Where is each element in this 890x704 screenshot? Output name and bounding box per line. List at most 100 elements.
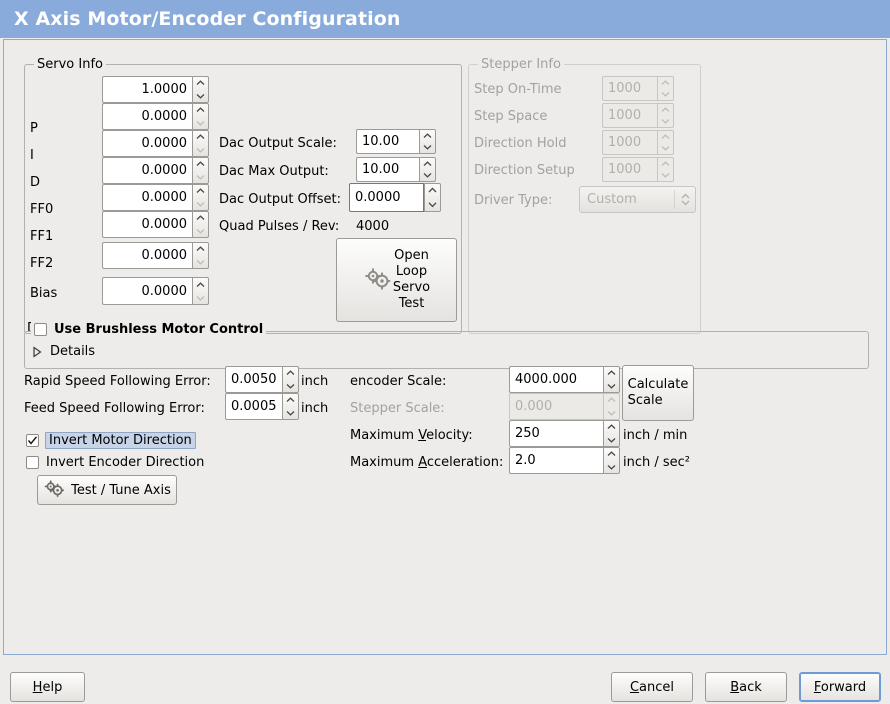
spin-p-up[interactable] xyxy=(193,77,208,90)
use-brushless-motor-control-checkbox[interactable]: Use Brushless Motor Control xyxy=(31,322,267,337)
spin-d-value[interactable]: 0.0000 xyxy=(102,130,192,157)
label-feed-speed-following-error: Feed Speed Following Error: xyxy=(24,401,205,416)
spin-rapid-down[interactable] xyxy=(283,380,298,393)
spin-ff1-buttons[interactable] xyxy=(192,184,209,211)
open-loop-servo-test-button[interactable]: Open Loop Servo Test xyxy=(336,238,457,322)
spin-bias[interactable]: 0.0000 xyxy=(102,242,209,269)
spin-maximum-acceleration-buttons[interactable] xyxy=(603,447,620,474)
help-button[interactable]: Help xyxy=(10,672,85,702)
unit-maximum-acceleration: inch / sec² xyxy=(623,455,691,470)
spin-encoder-scale-down[interactable] xyxy=(604,380,619,393)
spin-ff1-value[interactable]: 0.0000 xyxy=(102,184,192,211)
spin-encoder-scale-value[interactable]: 4000.000 xyxy=(509,366,603,393)
spin-ff0[interactable]: 0.0000 xyxy=(102,157,209,184)
spin-i-buttons[interactable] xyxy=(192,103,209,130)
brushless-checkbox-box[interactable] xyxy=(34,323,47,336)
spin-maximum-acceleration[interactable]: 2.0 xyxy=(509,447,620,474)
spin-dac-output-scale-down[interactable] xyxy=(420,142,435,154)
label-dac-output-offset: Dac Output Offset: xyxy=(219,192,341,207)
test-tune-axis-button[interactable]: Test / Tune Axis xyxy=(37,475,177,505)
spin-feed-up[interactable] xyxy=(283,394,298,407)
spin-dac-max-output[interactable]: 10.00 xyxy=(356,157,436,182)
spin-ff0-buttons[interactable] xyxy=(192,157,209,184)
forward-button[interactable]: Forward xyxy=(799,672,881,702)
calculate-scale-label: Calculate Scale xyxy=(628,377,689,409)
spin-rapid-speed-following-error-buttons[interactable] xyxy=(282,366,299,393)
spin-maximum-velocity[interactable]: 250 xyxy=(509,420,620,447)
spin-p[interactable]: 1.0000 xyxy=(102,76,209,103)
spin-dac-max-output-buttons[interactable] xyxy=(419,157,436,182)
spin-dac-output-offset-value[interactable]: 0.0000 xyxy=(349,183,424,212)
spin-dac-output-offset-down[interactable] xyxy=(425,198,440,212)
spin-p-value[interactable]: 1.0000 xyxy=(102,76,192,103)
spin-d-down[interactable] xyxy=(193,144,208,157)
spin-dac-output-offset-buttons[interactable] xyxy=(424,183,441,212)
spin-maximum-velocity-value[interactable]: 250 xyxy=(509,420,603,447)
spin-deadband-down[interactable] xyxy=(193,291,208,304)
spin-encoder-scale[interactable]: 4000.000 xyxy=(509,366,620,393)
spin-step-space-buttons xyxy=(657,103,674,128)
spin-ff2[interactable]: 0.0000 xyxy=(102,211,209,238)
spin-ff2-buttons[interactable] xyxy=(192,211,209,238)
spin-feed-speed-following-error[interactable]: 0.0005 xyxy=(225,393,299,420)
spin-bias-up[interactable] xyxy=(193,243,208,256)
spin-encoder-scale-up[interactable] xyxy=(604,367,619,380)
spin-maximum-velocity-buttons[interactable] xyxy=(603,420,620,447)
open-loop-line-3: Servo xyxy=(392,280,431,295)
spin-dac-output-scale[interactable]: 10.00 xyxy=(356,129,436,154)
spin-feed-speed-following-error-buttons[interactable] xyxy=(282,393,299,420)
spin-ff2-down[interactable] xyxy=(193,225,208,238)
spin-p-down[interactable] xyxy=(193,90,208,103)
invert-motor-direction-checkbox[interactable]: Invert Motor Direction xyxy=(26,432,196,449)
spin-maximum-acceleration-value[interactable]: 2.0 xyxy=(509,447,603,474)
spin-maximum-acceleration-down[interactable] xyxy=(604,461,619,474)
spin-dac-max-output-down[interactable] xyxy=(420,170,435,182)
cancel-button[interactable]: Cancel xyxy=(611,672,693,702)
spin-dac-output-scale-buttons[interactable] xyxy=(419,129,436,154)
spin-ff1[interactable]: 0.0000 xyxy=(102,184,209,211)
spin-rapid-speed-following-error[interactable]: 0.0050 xyxy=(225,366,299,393)
spin-deadband[interactable]: 0.0000 xyxy=(102,277,209,305)
spin-deadband-value[interactable]: 0.0000 xyxy=(102,277,192,305)
spin-i[interactable]: 0.0000 xyxy=(102,103,209,130)
spin-ff0-value[interactable]: 0.0000 xyxy=(102,157,192,184)
spin-feed-speed-following-error-value[interactable]: 0.0005 xyxy=(225,393,282,420)
spin-dac-output-offset-up[interactable] xyxy=(425,184,440,198)
calculate-scale-button[interactable]: Calculate Scale xyxy=(622,365,694,421)
spin-dac-output-offset[interactable]: 0.0000 xyxy=(349,183,441,212)
spin-dac-max-output-value[interactable]: 10.00 xyxy=(356,157,419,182)
spin-maximum-velocity-down[interactable] xyxy=(604,434,619,447)
spin-dac-output-scale-up[interactable] xyxy=(420,130,435,142)
spin-deadband-up[interactable] xyxy=(193,278,208,291)
spin-maximum-acceleration-up[interactable] xyxy=(604,448,619,461)
spin-p-buttons[interactable] xyxy=(192,76,209,103)
spin-deadband-buttons[interactable] xyxy=(192,277,209,305)
spin-ff1-up[interactable] xyxy=(193,185,208,198)
spin-i-down[interactable] xyxy=(193,117,208,130)
spin-ff0-down[interactable] xyxy=(193,171,208,184)
spin-maximum-velocity-up[interactable] xyxy=(604,421,619,434)
spin-rapid-up[interactable] xyxy=(283,367,298,380)
spin-bias-down[interactable] xyxy=(193,256,208,269)
spin-encoder-scale-buttons[interactable] xyxy=(603,366,620,393)
spin-ff0-up[interactable] xyxy=(193,158,208,171)
spin-rapid-speed-following-error-value[interactable]: 0.0050 xyxy=(225,366,282,393)
spin-ff1-down[interactable] xyxy=(193,198,208,211)
spin-d[interactable]: 0.0000 xyxy=(102,130,209,157)
spin-feed-down[interactable] xyxy=(283,407,298,420)
spin-dac-max-output-up[interactable] xyxy=(420,158,435,170)
invert-motor-checkbox-box[interactable] xyxy=(26,434,39,447)
details-expander[interactable]: Details xyxy=(31,344,95,359)
invert-encoder-checkbox-box[interactable] xyxy=(26,456,39,469)
back-button[interactable]: Back xyxy=(705,672,787,702)
spin-ff2-value[interactable]: 0.0000 xyxy=(102,211,192,238)
spin-bias-buttons[interactable] xyxy=(192,242,209,269)
spin-d-up[interactable] xyxy=(193,131,208,144)
spin-i-value[interactable]: 0.0000 xyxy=(102,103,192,130)
spin-ff2-up[interactable] xyxy=(193,212,208,225)
spin-i-up[interactable] xyxy=(193,104,208,117)
spin-bias-value[interactable]: 0.0000 xyxy=(102,242,192,269)
spin-dac-output-scale-value[interactable]: 10.00 xyxy=(356,129,419,154)
invert-encoder-direction-checkbox[interactable]: Invert Encoder Direction xyxy=(26,455,204,470)
spin-d-buttons[interactable] xyxy=(192,130,209,157)
